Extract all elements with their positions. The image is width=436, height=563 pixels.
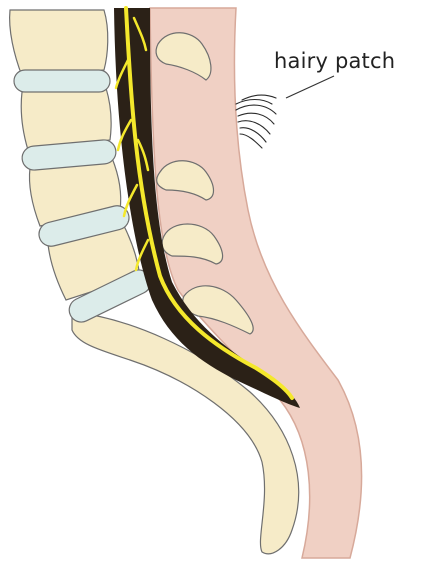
intervertebral-disc-1 — [14, 70, 110, 92]
hair-tuft-icon — [236, 95, 276, 148]
hairy-patch-label: hairy patch — [274, 49, 395, 73]
vertebra-body-1 — [10, 10, 108, 76]
annotation-leader-line — [286, 76, 334, 98]
skin-layer — [150, 8, 362, 558]
